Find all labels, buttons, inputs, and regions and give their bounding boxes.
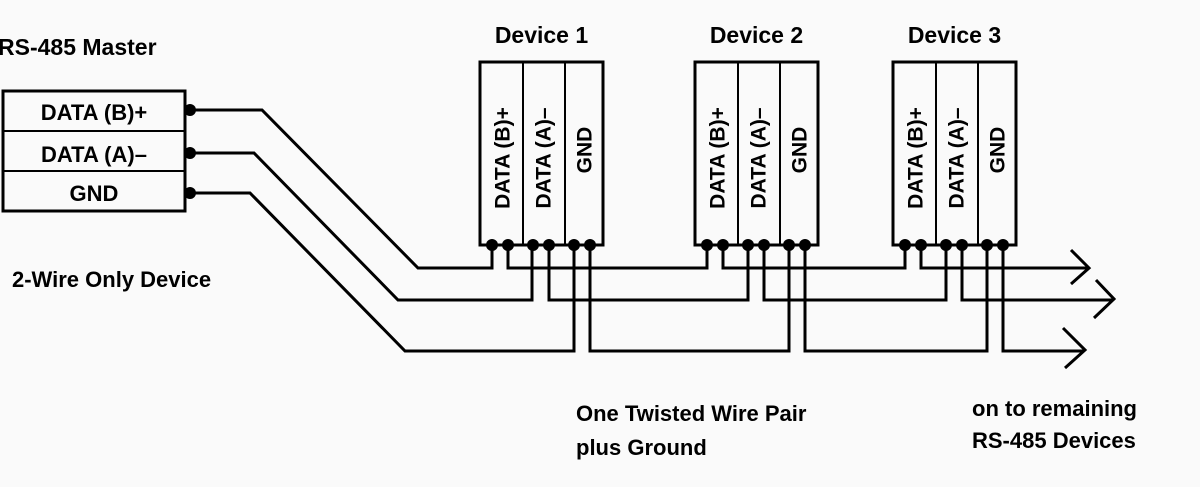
device-terminal-label-gnd: GND	[987, 127, 1010, 174]
bus-wire-gnd	[588, 245, 791, 353]
master-terminal-label-b: DATA (B)+	[41, 100, 148, 125]
wire-a-feed	[190, 151, 534, 302]
device-2: Device 2 DATA (B)+ DATA (A)– GND	[693, 22, 820, 251]
device-box	[478, 60, 605, 247]
arrow-gnd-icon	[1061, 326, 1088, 370]
device-group: Device 1 DATA (B)+ DATA (A)– GND Device 2 DAT…	[478, 22, 1018, 251]
device-title: Device 1	[495, 22, 589, 48]
terminal-in-a-icon	[527, 239, 539, 251]
bus-wire-b	[721, 245, 907, 270]
device-terminal-label-b: DATA (B)+	[707, 107, 730, 209]
device-1: Device 1 DATA (B)+ DATA (A)– GND	[478, 22, 605, 251]
device-3: Device 3 DATA (B)+ DATA (A)– GND	[891, 22, 1018, 251]
bus-wire-a	[547, 245, 750, 302]
master-feed-wires	[190, 108, 576, 353]
device-title: Device 3	[908, 22, 1001, 48]
device-box	[891, 60, 1018, 247]
master-terminal-label-a: DATA (A)–	[41, 142, 147, 167]
bus-wire-b	[919, 245, 1088, 270]
terminal-in-b-icon	[486, 239, 498, 251]
arrow-a-icon	[1092, 278, 1117, 320]
device-terminal-label-a: DATA (A)–	[533, 107, 556, 208]
device-terminal-label-a: DATA (A)–	[748, 107, 771, 208]
terminal-in-gnd-icon	[568, 239, 580, 251]
device-terminal-label-a: DATA (A)–	[946, 107, 969, 208]
device-terminal-label-gnd: GND	[574, 127, 597, 174]
master-terminal-label-gnd: GND	[70, 181, 119, 206]
device-terminal-label-gnd: GND	[789, 127, 812, 174]
continuation-label-line2: RS-485 Devices	[972, 428, 1136, 453]
bus-wires	[506, 245, 1112, 353]
bus-wire-b	[506, 245, 709, 270]
device-box	[693, 60, 820, 247]
wire-b-feed	[190, 108, 494, 270]
device-terminal-label-b: DATA (B)+	[492, 107, 515, 209]
bus-wire-a	[960, 245, 1112, 302]
two-wire-label: 2-Wire Only Device	[12, 267, 211, 292]
cable-label-line1: One Twisted Wire Pair	[576, 401, 807, 426]
master-title: RS-485 Master	[0, 34, 157, 60]
continuation-label-line1: on to remaining	[972, 396, 1137, 421]
cable-label-line2: plus Ground	[576, 435, 707, 460]
bus-wire-gnd	[1001, 245, 1084, 353]
bus-wire-gnd	[803, 245, 989, 353]
wire-gnd-feed	[190, 191, 576, 353]
device-terminal-label-b: DATA (B)+	[905, 107, 928, 209]
master-unit: RS-485 Master DATA (B)+ DATA (A)– GND	[0, 34, 196, 213]
device-title: Device 2	[710, 22, 803, 48]
arrow-b-icon	[1069, 248, 1092, 286]
continuation-arrows	[1061, 248, 1117, 370]
bus-wire-a	[762, 245, 948, 302]
